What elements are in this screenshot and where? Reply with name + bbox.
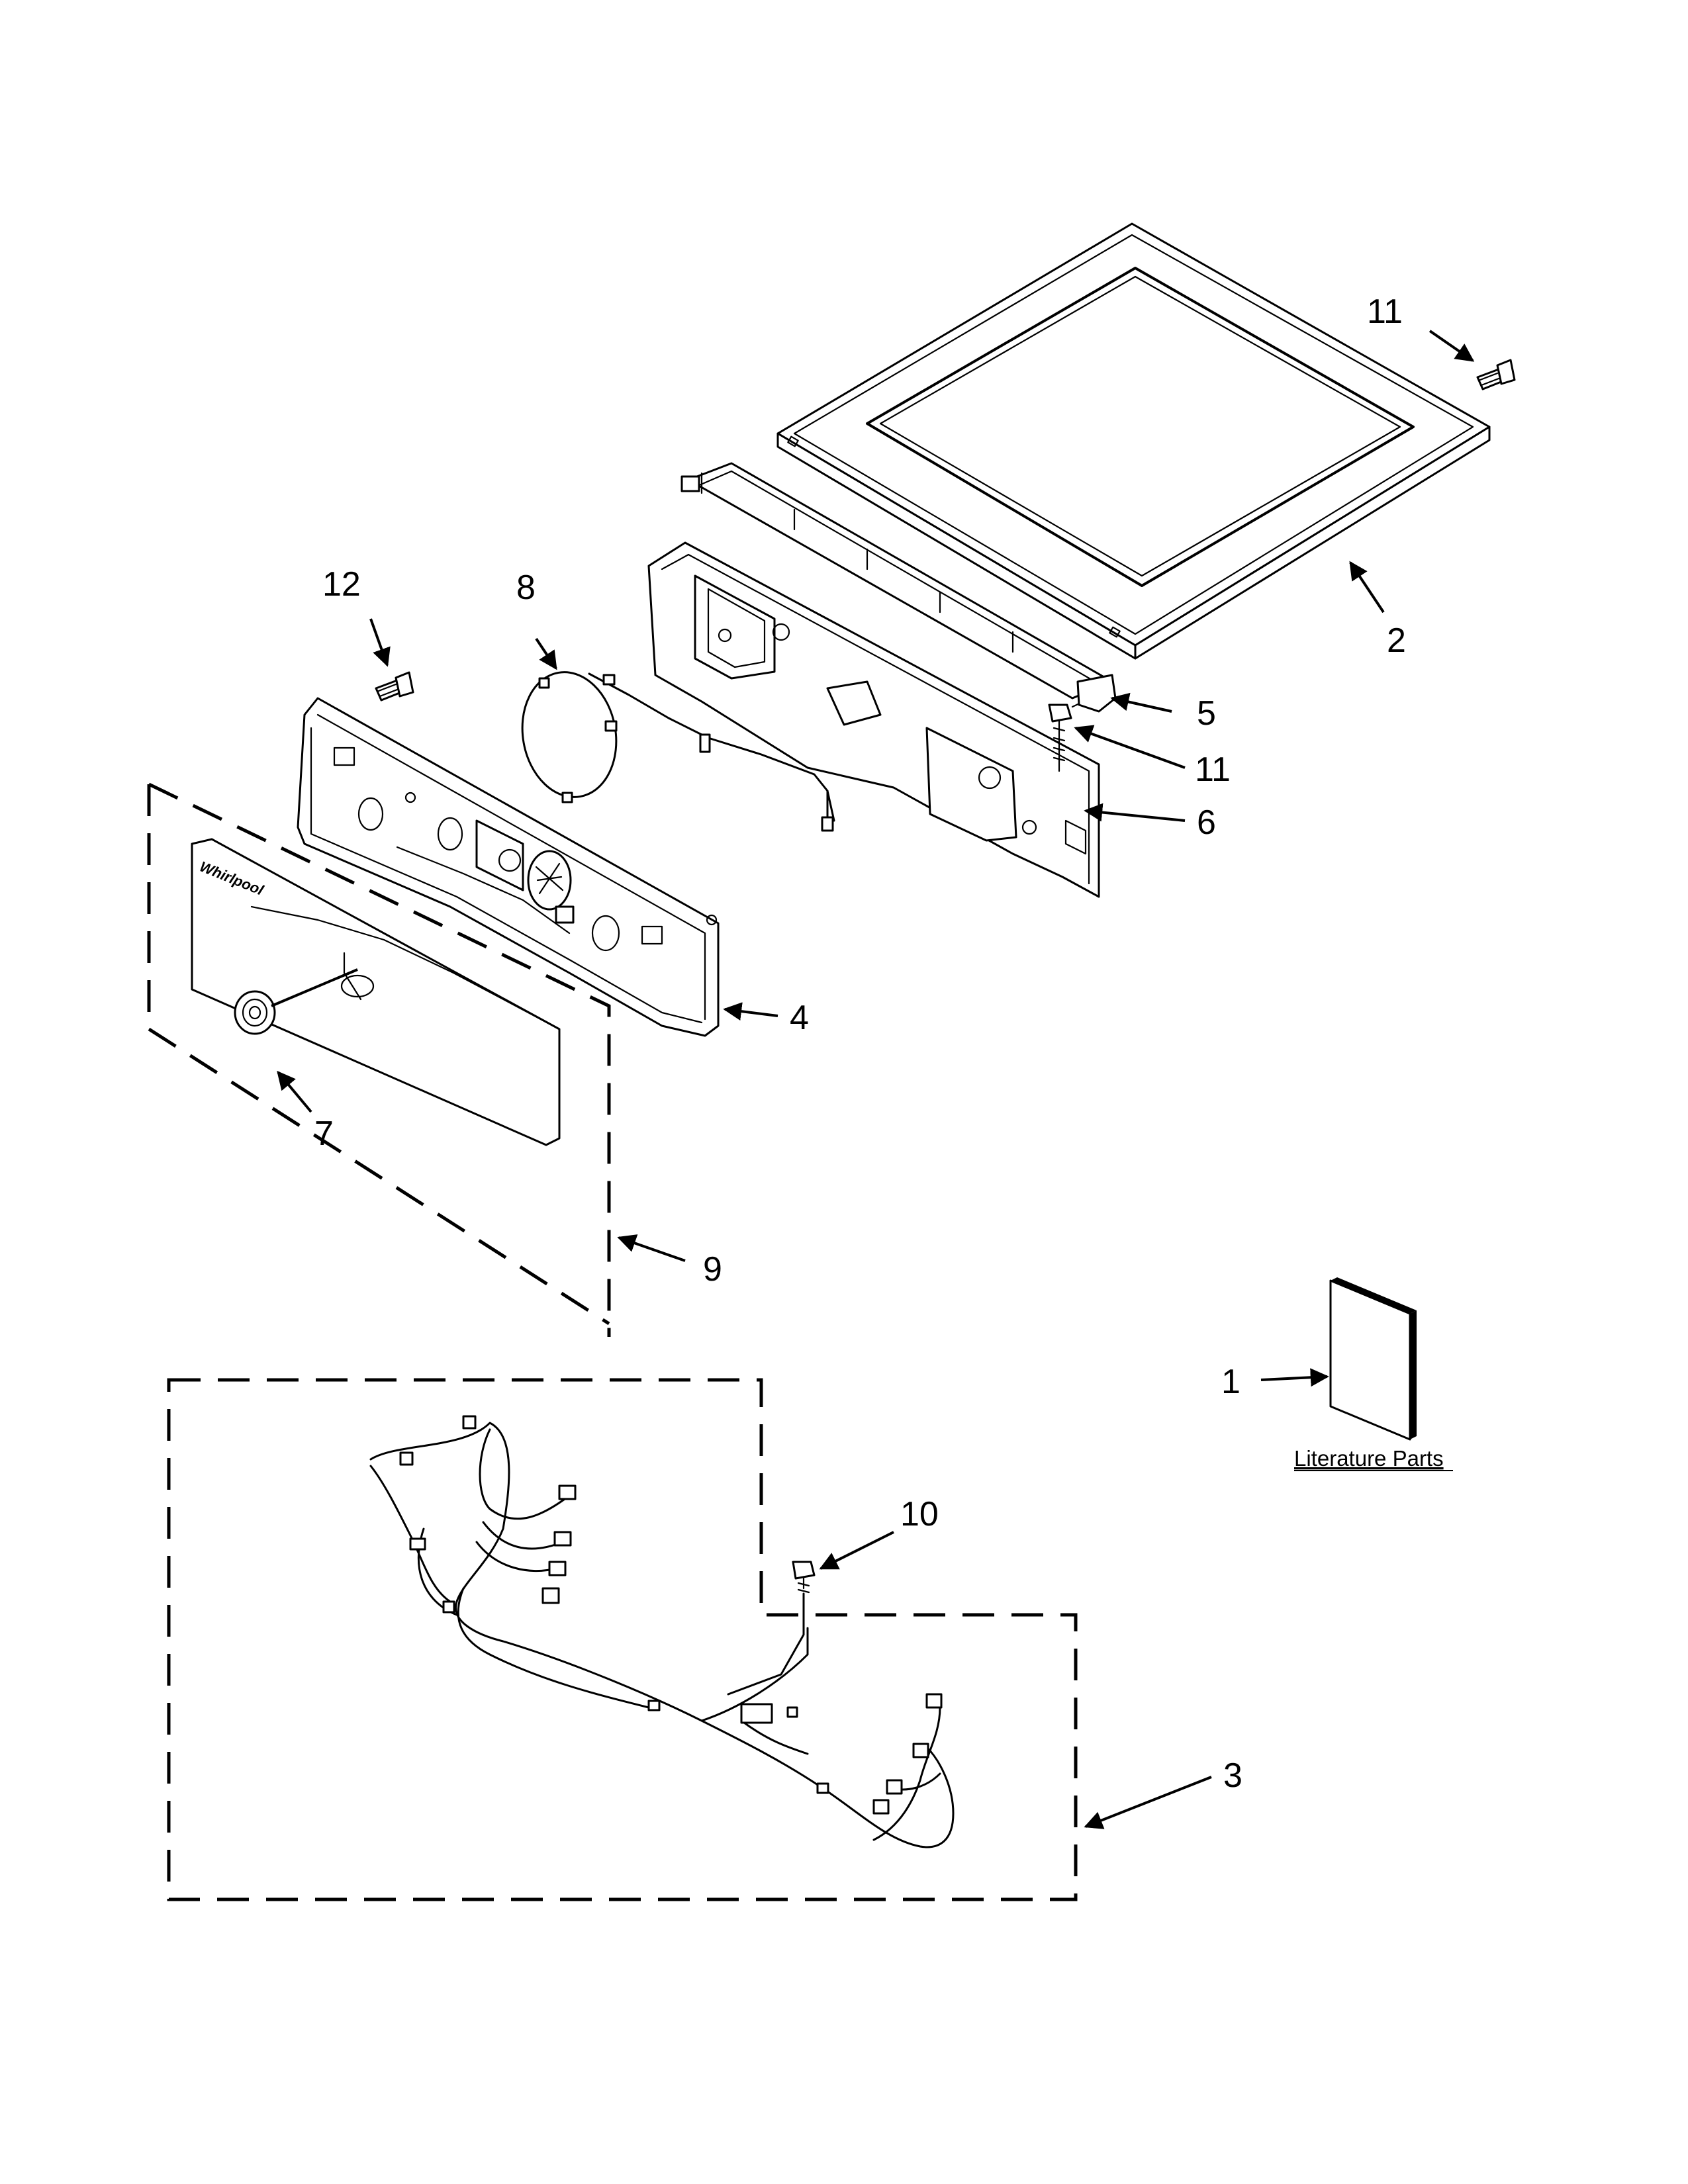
callout-12: 12	[322, 565, 361, 604]
callout-4: 4	[790, 999, 809, 1037]
clip-5	[1076, 674, 1117, 713]
leader-lines	[271, 330, 1475, 1829]
callout-2: 2	[1387, 621, 1406, 660]
console-overlay-kit: Whirlpool	[147, 782, 611, 1337]
wire-harness-kit	[167, 1378, 1078, 1901]
console	[297, 697, 720, 1037]
callout-10: 10	[900, 1495, 939, 1533]
screw-10	[727, 1561, 816, 1696]
callout-11-lower: 11	[1195, 751, 1231, 789]
callout-3: 3	[1223, 1756, 1243, 1795]
console-bracket	[647, 541, 1100, 898]
knob	[234, 990, 276, 1035]
callout-5: 5	[1197, 694, 1216, 733]
callout-11-upper: 11	[1367, 293, 1403, 331]
callout-9: 9	[703, 1250, 722, 1289]
screw-11-lower	[1048, 704, 1072, 772]
literature-parts-label: Literature Parts	[1294, 1446, 1444, 1471]
top-panel	[776, 222, 1491, 660]
screw-11-upper	[1476, 359, 1516, 390]
callout-8: 8	[516, 569, 536, 607]
callout-6: 6	[1197, 803, 1216, 842]
callout-1: 1	[1221, 1363, 1241, 1401]
sensor-ring-harness	[521, 671, 835, 832]
literature-book	[1329, 1277, 1417, 1441]
callout-7: 7	[314, 1115, 334, 1153]
screw-12	[375, 671, 414, 702]
